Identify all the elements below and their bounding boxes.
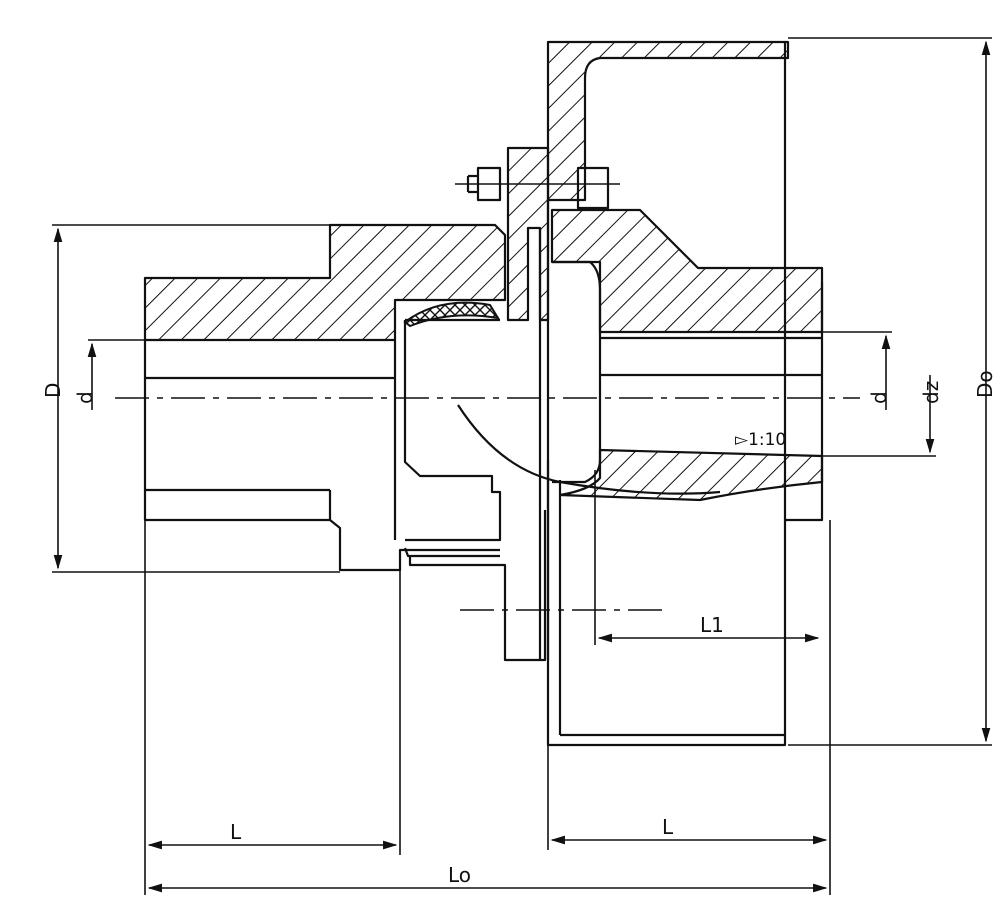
right-hub-section-bottom xyxy=(558,448,824,502)
left-hub-section xyxy=(143,223,507,342)
dimension-d-left: d xyxy=(73,339,145,410)
elastic-element xyxy=(403,301,501,328)
label-L1: L1 xyxy=(700,613,724,637)
label-d-right: d xyxy=(867,391,891,404)
label-L-right: L xyxy=(662,815,674,839)
label-Lo: Lo xyxy=(448,863,471,887)
break-curve xyxy=(457,404,721,495)
bolt-assembly xyxy=(455,166,620,210)
left-hub xyxy=(143,223,507,572)
dimension-dz: dz xyxy=(822,375,943,457)
dimension-L1: L1 xyxy=(594,470,820,645)
dimension-Do: Do xyxy=(788,37,997,746)
dimension-D: D xyxy=(41,224,340,573)
nut-right xyxy=(576,166,610,210)
label-d-left: d xyxy=(73,391,97,404)
right-hub-section-top xyxy=(550,208,824,334)
left-hub-body xyxy=(143,340,500,572)
label-L-left: L xyxy=(230,820,242,844)
intermediate-plate xyxy=(506,146,550,660)
dimension-L-right: L xyxy=(547,520,831,895)
label-D: D xyxy=(41,383,65,398)
elastic-insert xyxy=(403,301,547,662)
dimension-Lo: Lo xyxy=(147,863,828,893)
label-Do: Do xyxy=(973,370,997,398)
brake-drum xyxy=(546,40,824,747)
dimension-d-right: d xyxy=(822,331,892,410)
label-dz: dz xyxy=(919,381,943,404)
plate-section xyxy=(506,146,550,322)
drum-section-top xyxy=(546,40,790,202)
dimension-L-left: L xyxy=(144,520,401,895)
right-hub xyxy=(550,208,824,502)
label-taper-ratio: ▻1:10 xyxy=(735,430,786,450)
